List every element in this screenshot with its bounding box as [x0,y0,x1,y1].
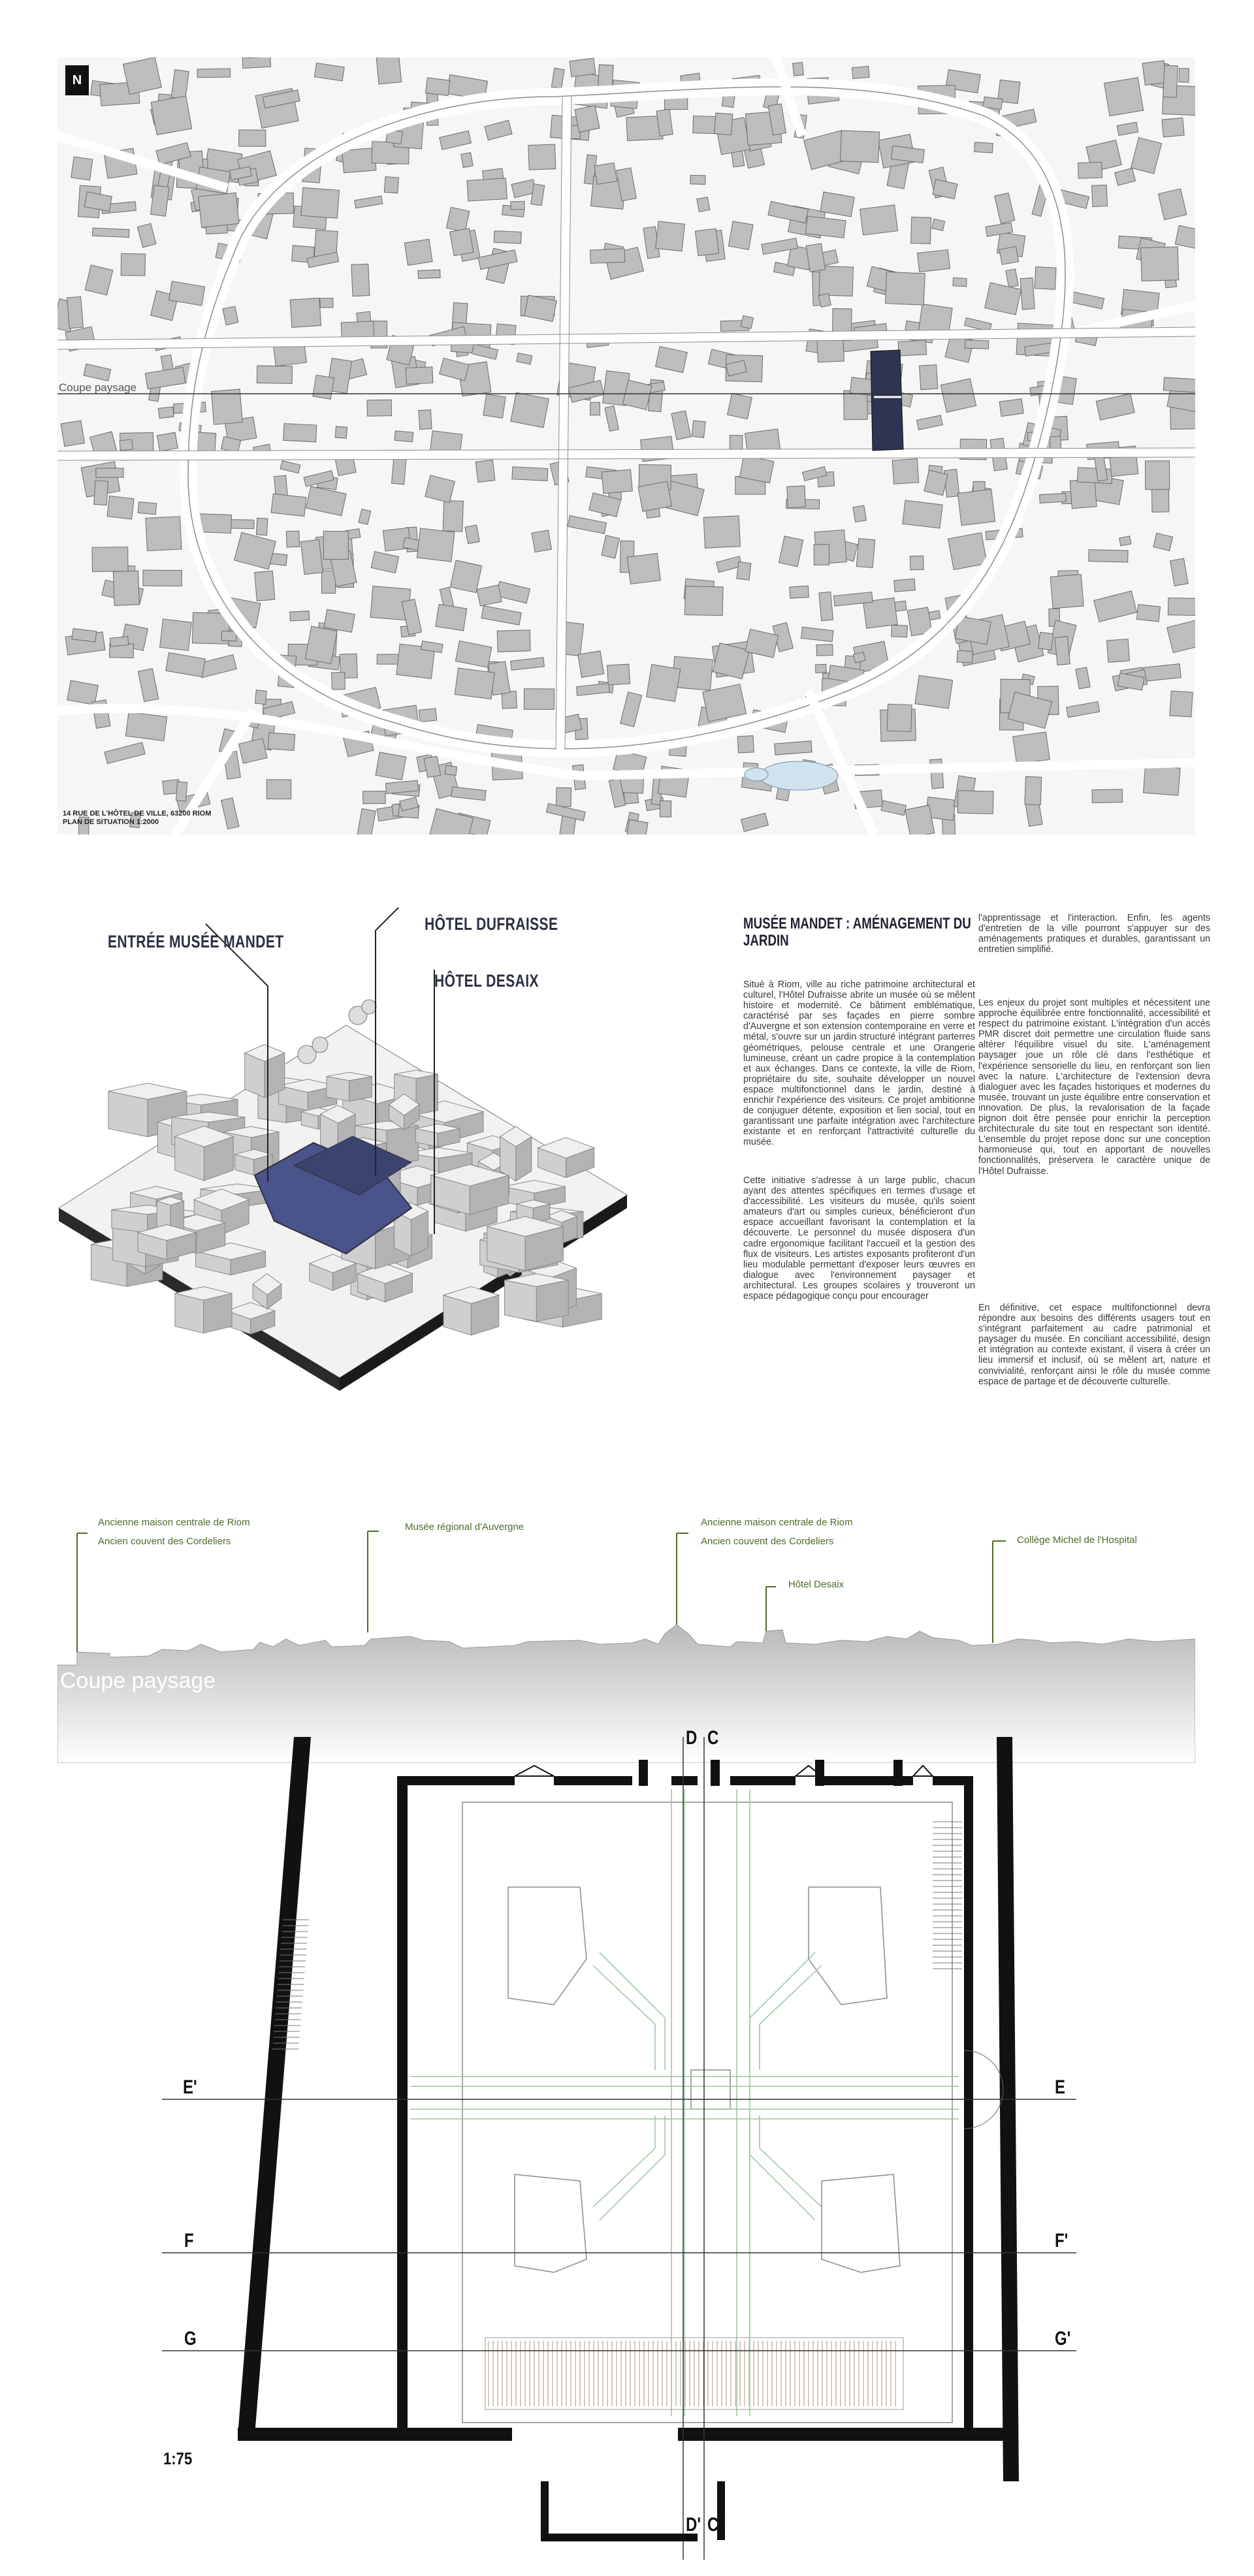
axis-label-c-top: C [707,1727,719,1749]
col2-paragraph-3: En définitive, cet espace multifonctionn… [978,1303,1210,1387]
axis-label-f-right: F' [1055,2230,1069,2251]
axis-label-d-bottom: D' [686,2514,701,2536]
floor-plan [57,1724,1195,2573]
axis-label-f-left: F [184,2230,194,2251]
section-label-musee-regional: Musée régional d'Auvergne [405,1521,524,1533]
axis-label-g-right: G' [1055,2328,1071,2349]
landscape-section [57,1502,1196,1764]
site-map-drawing [57,57,1195,835]
project-title: MUSÉE MANDET : AMÉNAGEMENT DU JARDIN [743,915,971,949]
callout-entree-musee: ENTRÉE MUSÉE MANDET [108,932,284,951]
north-arrow-icon: N [65,65,89,95]
col2-paragraph-1: l'apprentissage et l'interaction. Enfin,… [978,913,1210,955]
map-scale-caption: PLAN DE SITUATION 1:2000 [63,818,159,826]
callout-hotel-desaix: HÔTEL DESAIX [434,971,539,991]
map-caption: 14 RUE DE L'HÔTEL DE VILLE, 63200 RIOM P… [63,810,211,827]
site-map [57,57,1195,835]
axis-label-g-left: G [184,2328,197,2349]
landscape-section-drawing [57,1531,1196,1764]
map-address: 14 RUE DE L'HÔTEL DE VILLE, 63200 RIOM [63,810,212,818]
axis-label-d-top: D [686,1727,698,1749]
section-line-label: Coupe paysage [59,381,137,394]
section-label-couvent-1: Ancien couvent des Cordeliers [98,1536,231,1547]
axonometric-drawing [58,907,628,1391]
section-label-maison-centrale-1: Ancienne maison centrale de Riom [98,1517,250,1528]
axis-label-e-left: E' [183,2076,197,2098]
callout-hotel-dufraisse: HÔTEL DUFRAISSE [425,914,558,934]
col1-paragraph-1: Situé à Riom, ville au riche patrimoine … [743,979,975,1148]
col1-paragraph-2: Cette initiative s'adresse à un large pu… [743,1175,975,1302]
axis-label-e-right: E [1055,2076,1066,2098]
plan-scale: 1:75 [163,2449,193,2468]
axis-label-c-bottom: C' [707,2514,723,2536]
col2-paragraph-2: Les enjeux du projet sont multiples et n… [978,998,1210,1177]
north-label: N [72,73,82,87]
section-label-hotel-desaix: Hôtel Desaix [788,1579,844,1590]
section-label-maison-centrale-2: Ancienne maison centrale de Riom [701,1517,853,1528]
section-label-college: Collège Michel de l'Hospital [1017,1534,1137,1546]
axonometric-view [46,868,653,1404]
section-title: Coupe paysage [60,1668,216,1693]
section-label-couvent-2: Ancien couvent des Cordeliers [701,1536,834,1547]
floor-plan-drawing [162,1737,1076,2560]
